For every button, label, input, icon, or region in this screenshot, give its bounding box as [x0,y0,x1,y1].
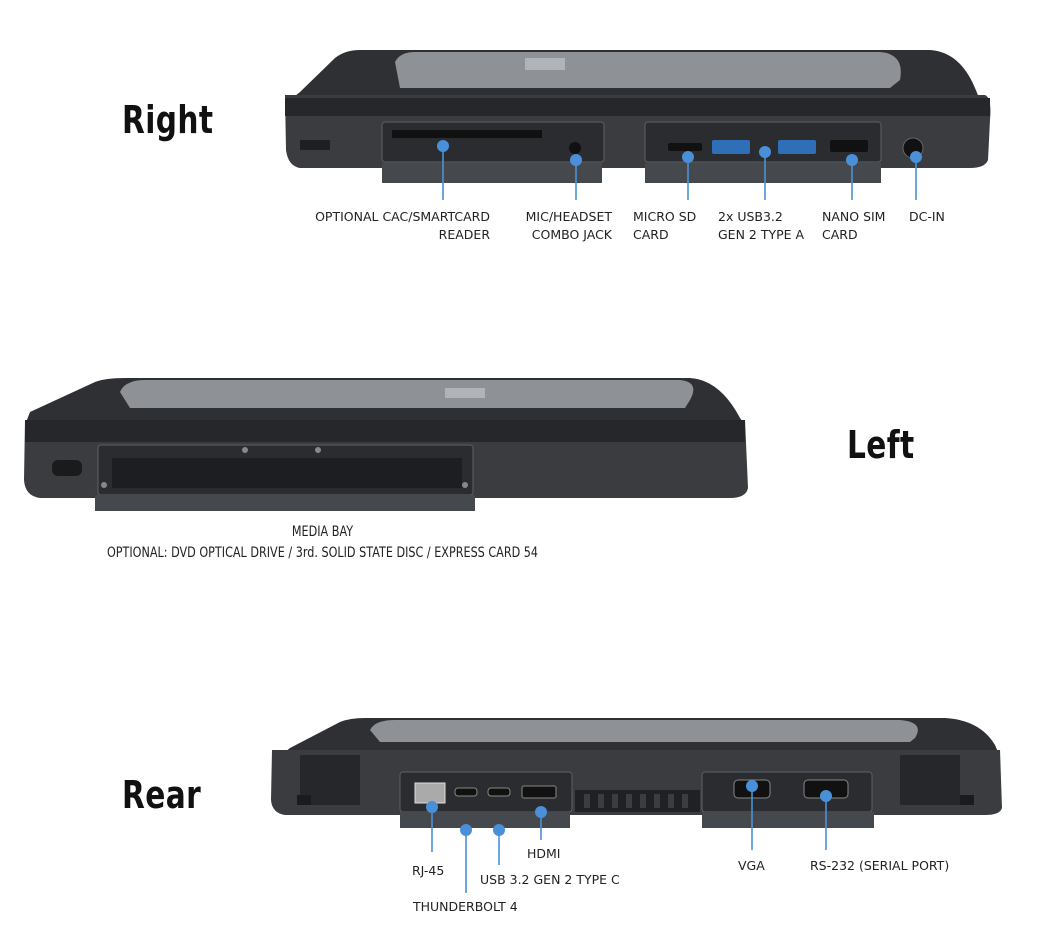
label-hdmi: HDMI [527,846,561,861]
label-rj45: RJ-45 [412,863,445,878]
mic-jack [569,142,581,154]
label-mic-jack: MIC/HEADSET COMBO JACK [525,209,612,242]
media-bay-caption-line2: OPTIONAL: DVD OPTICAL DRIVE / 3rd. SOLID… [106,545,539,561]
usb-a-port-2 [778,140,816,154]
label-cac-reader: OPTIONAL CAC/SMARTCARD READER [315,209,490,242]
nanosim-slot [830,140,868,152]
rear-vent [575,790,700,812]
label-microsd: MICRO SD CARD [633,209,697,242]
usb-c-port [487,787,511,797]
rj45-port [414,782,446,804]
lock-slot [52,460,82,476]
usb-a-port-1 [712,140,750,154]
microsd-slot [668,143,702,151]
label-usb-a: 2x USB3.2 GEN 2 TYPE A [718,209,805,242]
right-view-title: Right [122,98,214,142]
smartcard-slot [392,130,542,138]
rear-view-title: Rear [122,773,202,817]
left-view-title: Left [847,423,915,467]
label-thunderbolt: THUNDERBOLT 4 [413,899,518,914]
label-dc-in: DC-IN [909,209,945,224]
label-rs232: RS-232 (SERIAL PORT) [810,858,950,873]
label-nanosim: NANO SIM CARD [822,209,886,242]
media-bay-caption-line1: MEDIA BAY [291,524,354,540]
lid-logo [525,58,565,70]
label-vga: VGA [738,858,765,873]
lid-logo-left [445,388,485,398]
media-bay-caption: MEDIA BAY OPTIONAL: DVD OPTICAL DRIVE / … [81,522,565,564]
label-usb-c: USB 3.2 GEN 2 TYPE C [480,872,620,887]
thunderbolt-port [454,787,478,797]
hdmi-port [521,785,557,799]
